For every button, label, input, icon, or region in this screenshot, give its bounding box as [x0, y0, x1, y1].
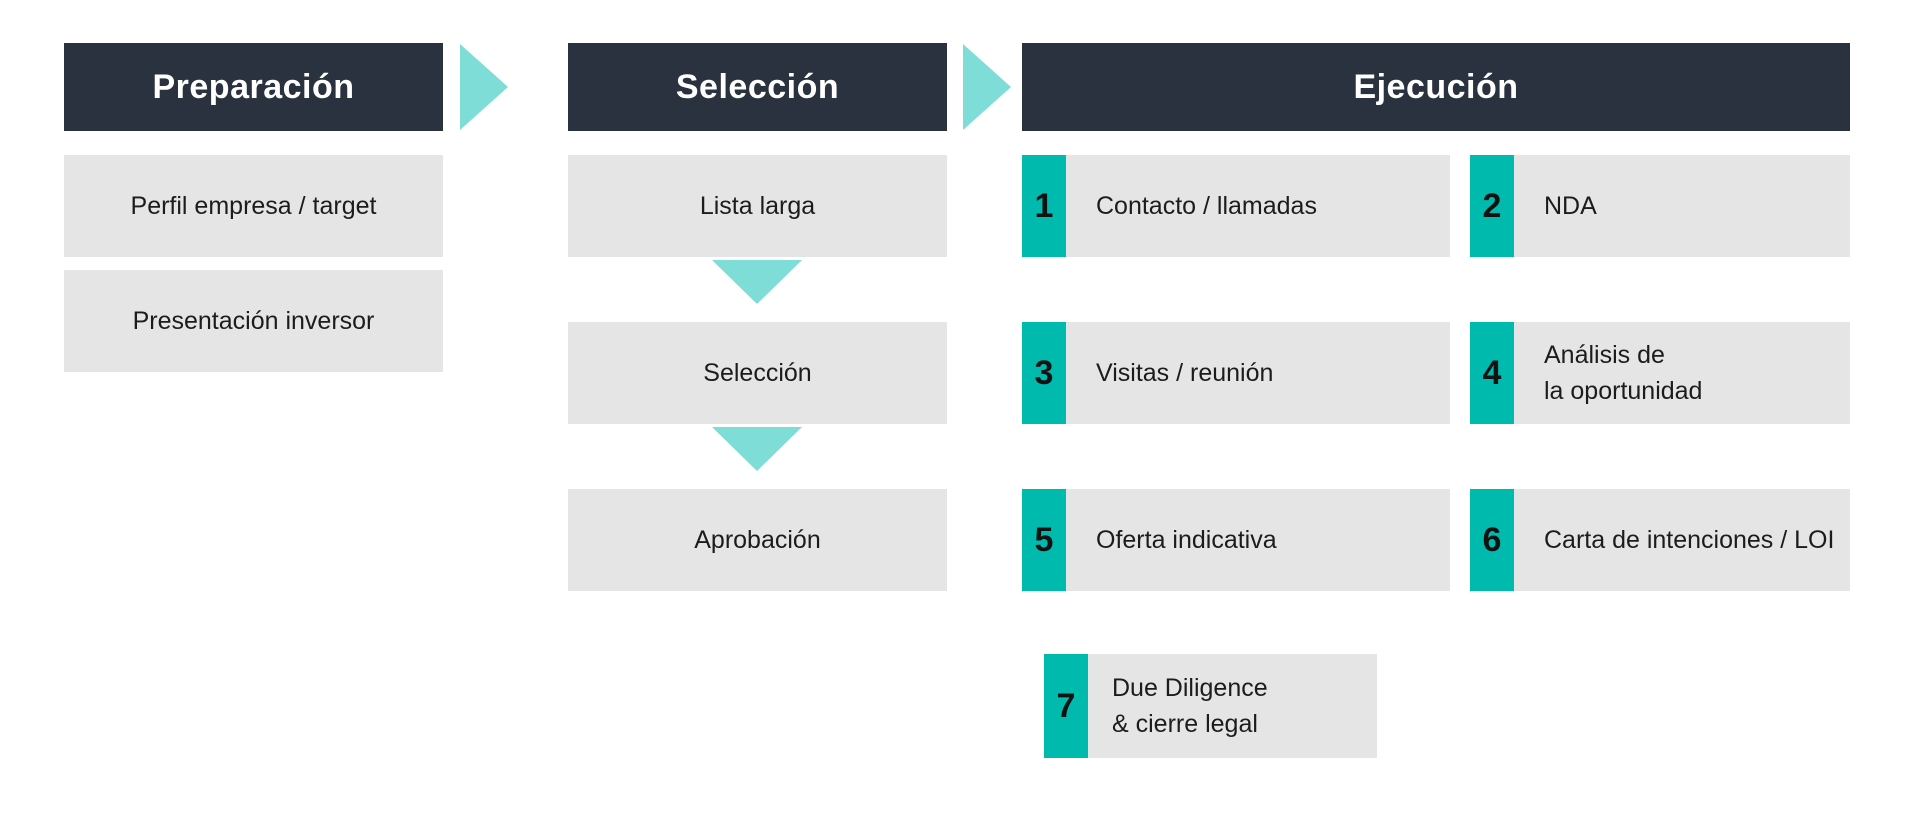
step-number-badge: 2	[1470, 155, 1514, 257]
step-number-badge: 5	[1022, 489, 1066, 591]
step-label: Carta de intenciones / LOI	[1544, 526, 1835, 554]
step-label: Contacto / llamadas	[1096, 192, 1317, 220]
step-box-due-diligence-cierre-legal: 7 Due Diligence & cierre legal	[1044, 654, 1377, 758]
stage-header-ejecucion: Ejecución	[1022, 43, 1850, 131]
step-label: Análisis de la oportunidad	[1544, 341, 1703, 405]
step-number-badge: 4	[1470, 322, 1514, 424]
step-label: Visitas / reunión	[1096, 359, 1274, 387]
process-box-aprobacion: Aprobación	[568, 489, 947, 591]
flow-arrow-down-icon	[712, 260, 802, 304]
flow-arrow-right-icon	[963, 44, 1011, 130]
process-box-lista-larga: Lista larga	[568, 155, 947, 257]
step-label: NDA	[1544, 192, 1597, 220]
step-label: Due Diligence & cierre legal	[1112, 674, 1268, 738]
flow-arrow-down-icon	[712, 427, 802, 471]
process-box-perfil-empresa: Perfil empresa / target	[64, 155, 443, 257]
flow-arrow-right-icon	[460, 44, 508, 130]
step-label: Oferta indicativa	[1096, 526, 1277, 554]
step-box-visitas-reunion: 3 Visitas / reunión	[1022, 322, 1450, 424]
step-box-contacto-llamadas: 1 Contacto / llamadas	[1022, 155, 1450, 257]
step-box-oferta-indicativa: 5 Oferta indicativa	[1022, 489, 1450, 591]
step-number-badge: 1	[1022, 155, 1066, 257]
step-box-nda: 2 NDA	[1470, 155, 1850, 257]
step-number-badge: 3	[1022, 322, 1066, 424]
stage-header-seleccion: Selección	[568, 43, 947, 131]
step-number-badge: 7	[1044, 654, 1088, 758]
step-box-carta-intenciones-loi: 6 Carta de intenciones / LOI	[1470, 489, 1850, 591]
step-number-badge: 6	[1470, 489, 1514, 591]
step-box-analisis-oportunidad: 4 Análisis de la oportunidad	[1470, 322, 1850, 424]
stage-header-preparacion: Preparación	[64, 43, 443, 131]
process-box-presentacion-inversor: Presentación inversor	[64, 270, 443, 372]
process-box-seleccion: Selección	[568, 322, 947, 424]
